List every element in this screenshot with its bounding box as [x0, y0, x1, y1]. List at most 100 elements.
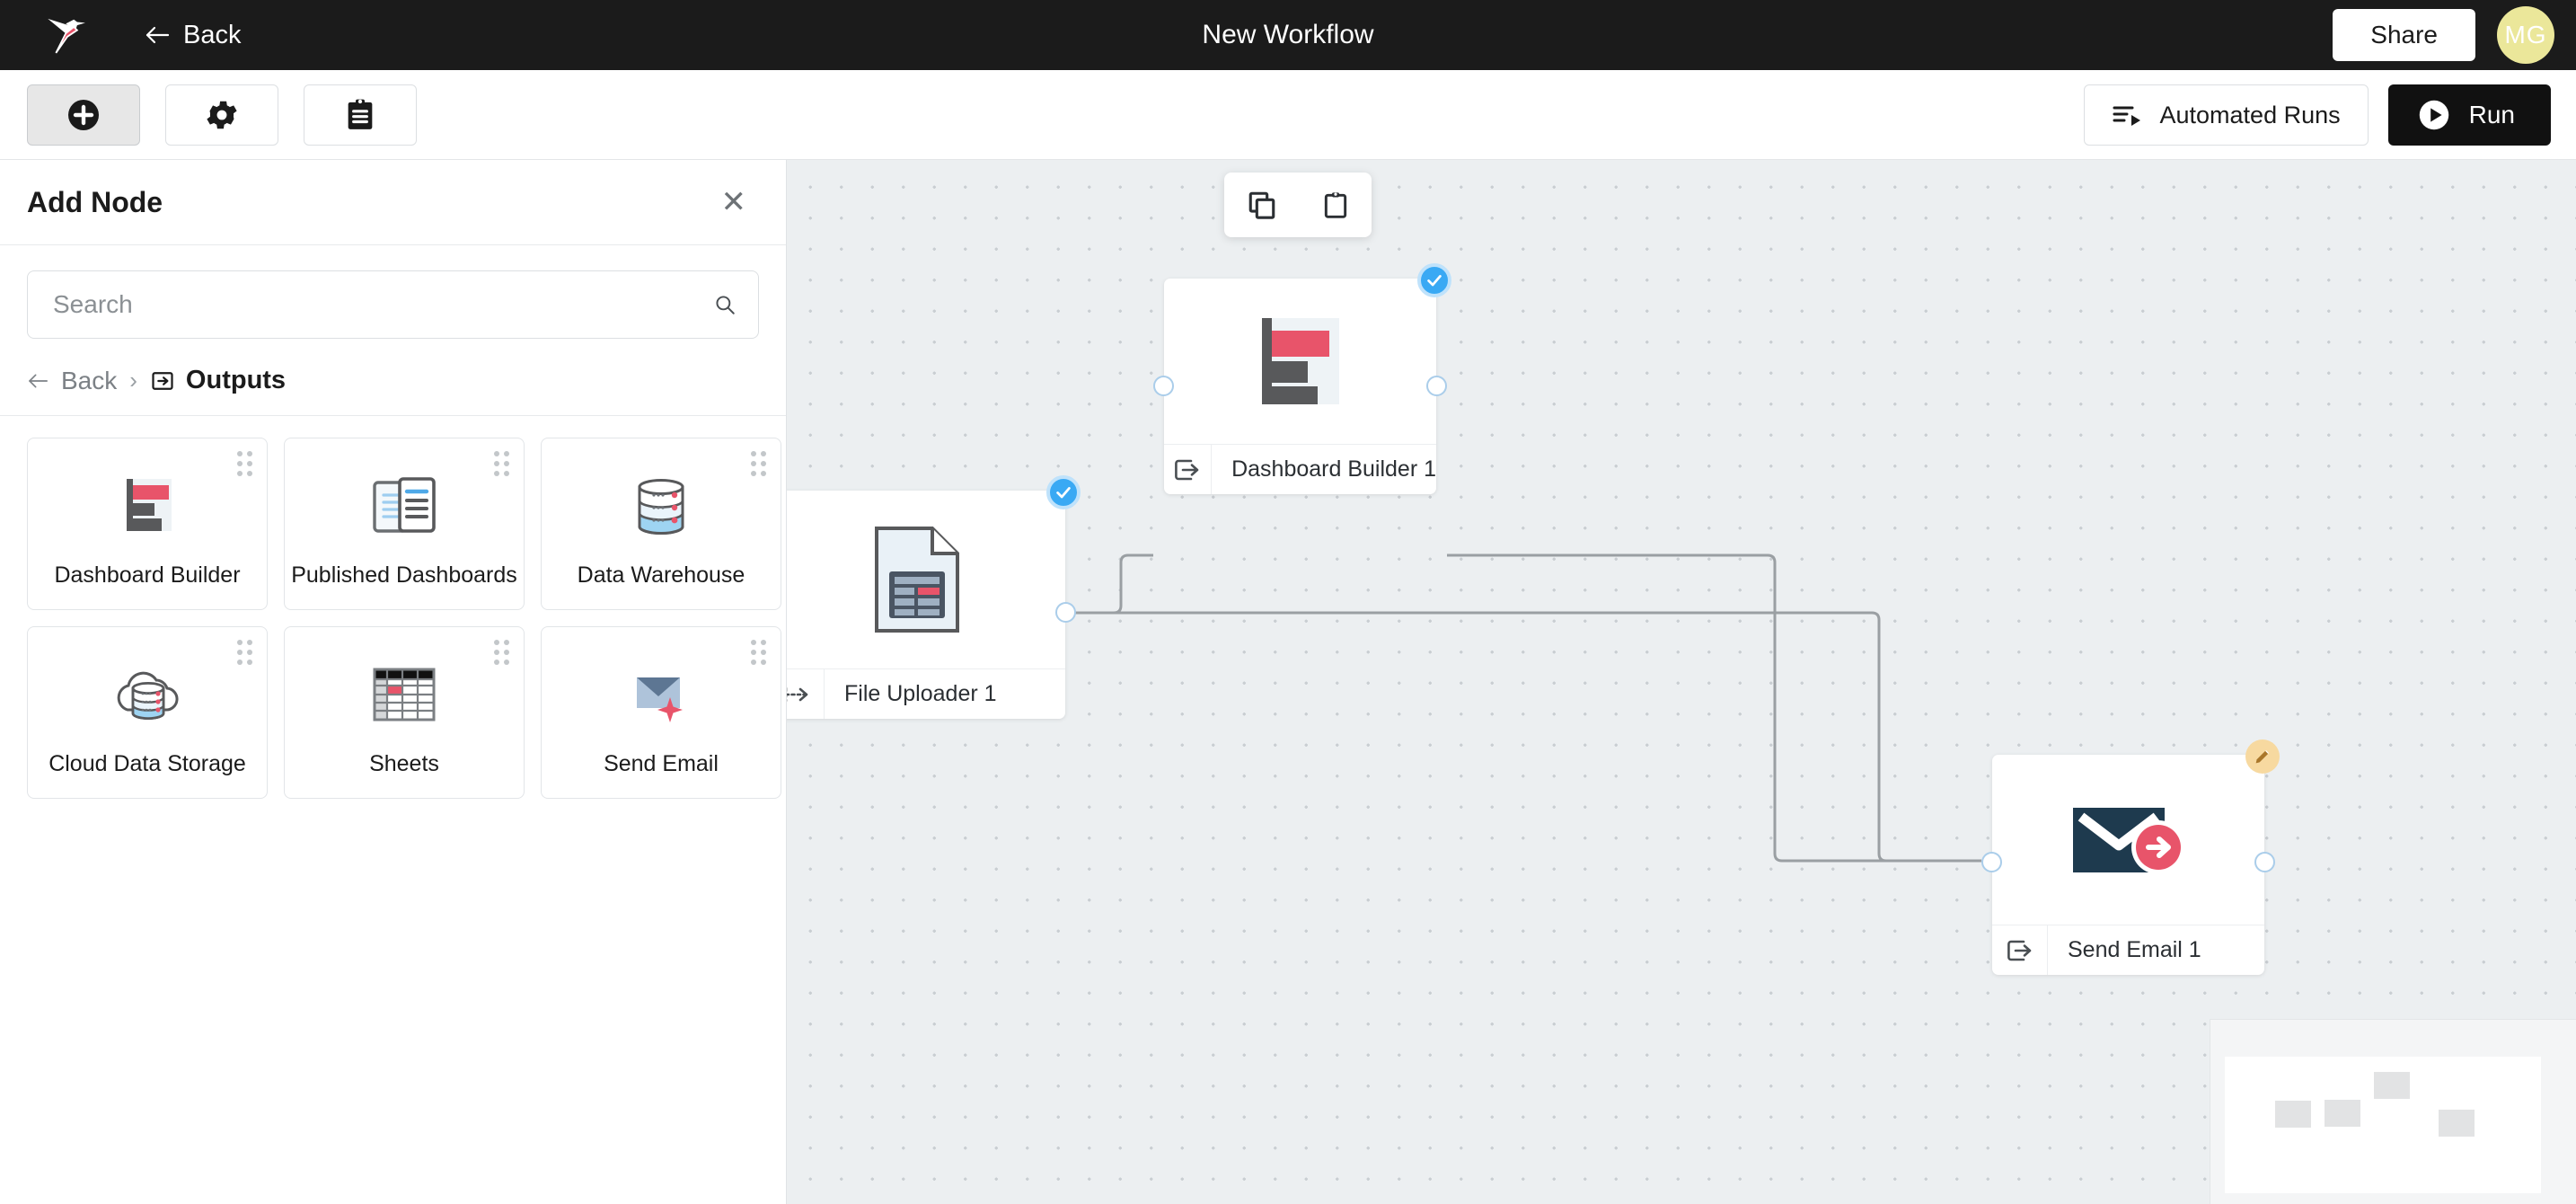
- drag-handle-icon[interactable]: [237, 451, 252, 476]
- node-card-label: Dashboard Builder: [54, 562, 241, 588]
- play-circle-icon: [2419, 100, 2448, 130]
- input-arrow-icon: [787, 669, 825, 719]
- clipboard-icon: [348, 99, 373, 129]
- spreadsheet-icon: [368, 654, 440, 737]
- share-button[interactable]: Share: [2333, 9, 2475, 61]
- automated-runs-label: Automated Runs: [2159, 101, 2341, 128]
- copy-icon: [1248, 191, 1275, 219]
- outputs-icon: [152, 371, 173, 390]
- cloud-database-icon: [110, 654, 185, 737]
- breadcrumb-separator: ›: [129, 367, 137, 394]
- node-icon-area: [1164, 279, 1436, 444]
- node-output-port[interactable]: [1426, 376, 1447, 396]
- node-footer: Dashboard Builder 1: [1164, 444, 1436, 494]
- node-icon-area: [787, 491, 1065, 668]
- search-container[interactable]: [27, 270, 759, 339]
- copy-button[interactable]: [1243, 186, 1281, 224]
- node-label: Send Email 1: [2068, 937, 2201, 962]
- connection-edges: [1066, 553, 1981, 863]
- envelope-sparkle-icon: [624, 654, 698, 737]
- canvas-node-dashboard-builder-1[interactable]: Dashboard Builder 1: [1153, 263, 1451, 494]
- list-play-icon: [2113, 106, 2140, 126]
- pencil-icon: [2255, 749, 2270, 764]
- node-footer: File Uploader 1: [787, 668, 1065, 719]
- node-status-badge-check: [1417, 263, 1451, 297]
- close-icon[interactable]: ✕: [720, 185, 747, 219]
- node-status-badge-check: [1046, 475, 1081, 509]
- run-button-label: Run: [2468, 101, 2515, 128]
- add-node-button[interactable]: [27, 84, 140, 146]
- drag-handle-icon[interactable]: [494, 451, 509, 476]
- minimap-node: [2325, 1100, 2360, 1127]
- node-card-label: Published Dashboards: [291, 562, 517, 588]
- back-button[interactable]: Back: [135, 15, 250, 56]
- panel-title: Add Node: [27, 185, 163, 218]
- check-icon: [1056, 487, 1071, 499]
- node-footer: Send Email 1: [1992, 925, 2264, 975]
- node-card-data-warehouse[interactable]: Data Warehouse: [541, 438, 781, 610]
- canvas-node-send-email-1[interactable]: Send Email 1: [1981, 739, 2280, 975]
- minimap-node: [2374, 1072, 2410, 1099]
- node-label: File Uploader 1: [844, 681, 997, 706]
- node-card-label: Sheets: [369, 750, 439, 776]
- node-input-port[interactable]: [1153, 376, 1174, 396]
- output-arrow-icon: [1992, 925, 2048, 975]
- node-input-port[interactable]: [1981, 852, 2002, 872]
- breadcrumb-back-button[interactable]: Back: [27, 367, 117, 395]
- canvas-minimap[interactable]: [2210, 1019, 2576, 1204]
- gear-icon: [207, 101, 237, 128]
- drag-handle-icon[interactable]: [237, 640, 252, 665]
- node-card-published-dashboards[interactable]: Published Dashboards: [284, 438, 525, 610]
- app-logo[interactable]: [0, 0, 135, 70]
- check-icon: [1427, 275, 1442, 287]
- arrow-left-icon: [29, 374, 49, 387]
- envelope-send-icon: [2072, 807, 2185, 874]
- settings-button[interactable]: [165, 84, 278, 146]
- node-card-grid: Dashboard Builder Published Dashboards: [0, 416, 786, 820]
- drag-handle-icon[interactable]: [494, 640, 509, 665]
- breadcrumb-back-label: Back: [61, 366, 118, 394]
- workflow-toolbar: Automated Runs Run: [0, 70, 2576, 160]
- node-card-sheets[interactable]: Sheets: [284, 626, 525, 799]
- node-card-send-email[interactable]: Send Email: [541, 626, 781, 799]
- minimap-viewport[interactable]: [2225, 1057, 2541, 1193]
- user-avatar[interactable]: MG: [2497, 6, 2554, 64]
- node-card-label: Data Warehouse: [577, 562, 745, 588]
- node-output-port[interactable]: [2254, 852, 2275, 872]
- workflow-title: New Workflow: [1202, 20, 1374, 49]
- back-button-label: Back: [183, 20, 242, 49]
- drag-handle-icon[interactable]: [751, 640, 766, 665]
- plus-circle-icon: [68, 99, 99, 130]
- output-arrow-icon: [1164, 445, 1213, 494]
- node-card-cloud-data-storage[interactable]: Cloud Data Storage: [27, 626, 268, 799]
- node-label: Dashboard Builder 1: [1231, 456, 1436, 482]
- documents-stack-icon: [367, 465, 441, 548]
- minimap-node: [2275, 1101, 2311, 1128]
- breadcrumb: Back › Outputs: [0, 339, 786, 416]
- bar-chart-icon: [112, 465, 182, 548]
- canvas-node-file-uploader-1[interactable]: File Uploader 1: [787, 475, 1081, 719]
- add-node-panel: Add Node ✕ Back ›: [0, 160, 787, 1204]
- node-card-dashboard-builder[interactable]: Dashboard Builder: [27, 438, 268, 610]
- notes-button[interactable]: [304, 84, 417, 146]
- paste-clipboard-icon: [1324, 192, 1346, 218]
- automated-runs-button[interactable]: Automated Runs: [2083, 84, 2369, 146]
- node-status-badge-edit[interactable]: [2245, 739, 2280, 774]
- bar-chart-icon: [1261, 318, 1339, 404]
- node-output-port[interactable]: [1055, 602, 1076, 623]
- search-input[interactable]: [28, 271, 758, 338]
- breadcrumb-current: Outputs: [150, 366, 286, 395]
- top-bar: Back New Workflow Share MG: [0, 0, 2576, 70]
- hummingbird-logo-icon: [48, 18, 85, 54]
- paste-button[interactable]: [1318, 186, 1354, 224]
- file-table-icon: [875, 527, 959, 633]
- arrow-left-icon: [146, 26, 170, 44]
- node-icon-area: [1992, 755, 2264, 925]
- minimap-node: [2439, 1110, 2475, 1137]
- breadcrumb-current-label: Outputs: [185, 366, 287, 394]
- drag-handle-icon[interactable]: [751, 451, 766, 476]
- canvas-float-toolbar: [1224, 173, 1372, 237]
- workflow-canvas[interactable]: File Uploader 1: [787, 160, 2576, 1204]
- database-icon: [627, 465, 695, 548]
- run-button[interactable]: Run: [2387, 84, 2551, 146]
